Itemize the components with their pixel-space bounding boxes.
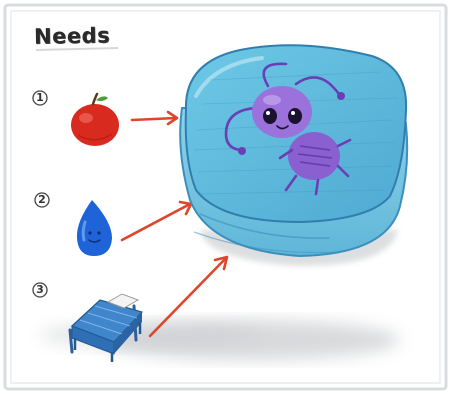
page-title: Needs [34, 23, 111, 48]
need-number-1: 1 [33, 91, 47, 105]
need-number-3: 3 [33, 283, 47, 297]
need-number-2: 2 [35, 193, 49, 207]
